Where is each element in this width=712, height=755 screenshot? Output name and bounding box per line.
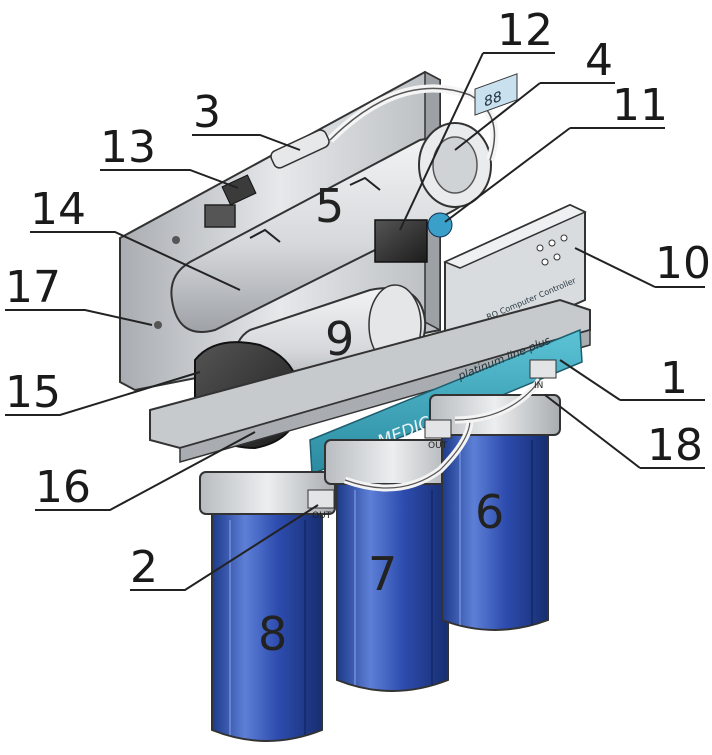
filter-housing-7	[324, 439, 461, 692]
mount-hole	[172, 236, 180, 244]
port-label-out-1: OUT	[312, 511, 332, 521]
callout-11: 11	[612, 80, 668, 131]
callout-3: 3	[193, 87, 221, 138]
leader-line-2	[130, 504, 319, 591]
leader-line-4	[454, 82, 615, 151]
leader-line-12	[399, 52, 555, 231]
membrane-housing	[170, 122, 492, 333]
leader-line-11	[444, 127, 665, 223]
leader-line-17	[5, 309, 153, 326]
callout-15: 15	[5, 367, 61, 418]
leader-line-13	[100, 169, 239, 189]
callout-13: 13	[100, 122, 156, 173]
component-label-5: 5	[315, 179, 344, 233]
component-label-7: 7	[368, 547, 397, 601]
leader-line-15	[5, 371, 201, 416]
leader-line-1	[559, 359, 705, 401]
controller-led	[560, 234, 568, 242]
controller-led	[548, 239, 556, 247]
callout-10: 10	[655, 238, 711, 289]
callout-16: 16	[35, 462, 91, 513]
filter-housing-6	[429, 394, 561, 631]
callout-12: 12	[497, 5, 553, 56]
callout-1: 1	[660, 353, 688, 404]
callout-2: 2	[130, 542, 158, 593]
controller-led	[553, 253, 561, 261]
leader-line-3	[192, 134, 301, 151]
leader-line-16	[35, 431, 256, 511]
mount-hole	[154, 321, 162, 329]
callout-14: 14	[30, 184, 86, 235]
component-label-8: 8	[258, 607, 287, 661]
controller-display-digits: 88	[484, 89, 502, 111]
port-fitting-in: IN	[529, 359, 557, 391]
port-fitting-out-2: OUT	[424, 419, 452, 451]
leader-line-10	[574, 247, 705, 288]
port-fitting-out-1: OUT	[307, 489, 335, 521]
controller-led	[536, 244, 544, 252]
leader-lines	[5, 52, 705, 591]
component-label-6: 6	[475, 485, 504, 539]
callout-17: 17	[5, 262, 61, 313]
controller-display	[474, 73, 518, 116]
leader-line-14	[30, 231, 241, 291]
lower-bracket	[149, 298, 591, 463]
leader-line-18	[544, 394, 705, 469]
component-label-9: 9	[325, 312, 354, 366]
port-label-in: IN	[534, 381, 543, 391]
callout-4: 4	[585, 35, 613, 86]
controller-led	[541, 258, 549, 266]
callout-18: 18	[647, 420, 703, 471]
filter-housing-8	[199, 471, 336, 742]
port-label-out-2: OUT	[428, 441, 448, 451]
